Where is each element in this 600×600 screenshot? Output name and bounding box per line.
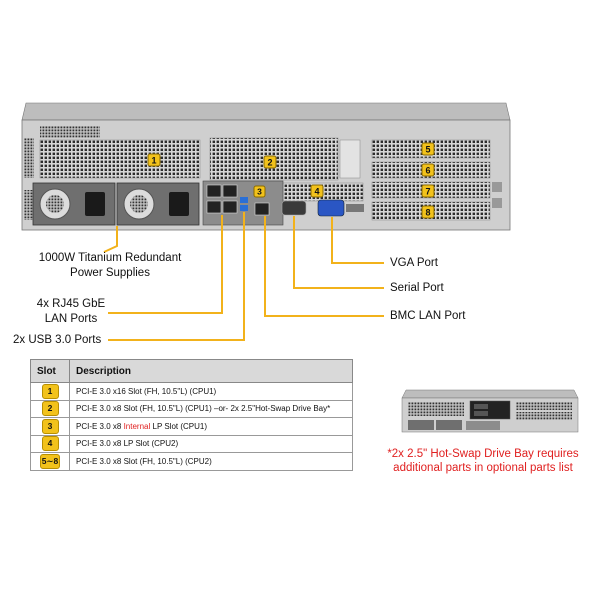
svg-text:5: 5 — [425, 145, 430, 155]
svg-text:7: 7 — [425, 187, 430, 197]
description-post: LP Slot (CPU1) — [150, 421, 208, 431]
slot-badge: 1 — [41, 383, 59, 399]
leader-line-serial — [293, 216, 384, 289]
leader-line-power — [103, 226, 118, 253]
slot-cell: 2 — [30, 399, 70, 418]
slot-badge-6: 6 — [421, 163, 435, 177]
table-row: 1 PCI-E 3.0 x16 Slot (FH, 10.5"L) (CPU1) — [30, 382, 353, 401]
slot-badge-1: 1 — [147, 153, 161, 167]
svg-text:8: 8 — [425, 208, 430, 218]
table-row: 5∼8 PCI-E 3.0 x8 Slot (FH, 10.5"L) (CPU2… — [30, 452, 353, 471]
slot-badge: 5∼8 — [39, 453, 61, 469]
table-row: 3 PCI-E 3.0 x8 Internal LP Slot (CPU1) — [30, 417, 353, 436]
description-pre: PCI-E 3.0 x8 — [76, 421, 124, 431]
label-bmc-lan-port: BMC LAN Port — [390, 310, 466, 322]
label-usb-ports: 2x USB 3.0 Ports — [13, 334, 102, 346]
header-slot: Slot — [30, 359, 70, 383]
slot-cell: 1 — [30, 382, 70, 401]
description-cell: PCI-E 3.0 x16 Slot (FH, 10.5"L) (CPU1) — [69, 382, 353, 401]
svg-text:2: 2 — [267, 158, 272, 168]
slot-badge: 2 — [41, 401, 59, 417]
slot-badge-2: 2 — [263, 155, 277, 169]
label-power-supplies: 1000W Titanium Redundant Power Supplies — [38, 252, 182, 279]
server-thumbnail — [401, 389, 579, 433]
slot-cell: 3 — [30, 417, 70, 436]
description-cell: PCI-E 3.0 x8 Slot (FH, 10.5"L) (CPU2) — [69, 452, 353, 471]
table-header-row: Slot Description — [30, 359, 353, 383]
leader-line-rj45 — [108, 215, 223, 314]
table-row: 4 PCI-E 3.0 x8 LP Slot (CPU2) — [30, 434, 353, 453]
svg-text:4: 4 — [314, 187, 319, 197]
slot-badge-8: 8 — [421, 205, 435, 219]
description-internal: Internal — [123, 421, 151, 431]
label-serial-port: Serial Port — [390, 282, 444, 294]
slot-badge-5: 5 — [421, 142, 435, 156]
leader-line-bmc — [264, 216, 384, 317]
power-supply-2 — [116, 182, 200, 226]
slot-cell: 5∼8 — [30, 452, 70, 471]
table-row: 2 PCI-E 3.0 x8 Slot (FH, 10.5"L) (CPU1) … — [30, 399, 353, 418]
slot-badge-3: 3 — [253, 185, 266, 198]
svg-text:3: 3 — [257, 187, 262, 197]
drive-bay-note: *2x 2.5" Hot-Swap Drive Bay requires add… — [387, 448, 579, 474]
power-supply-1 — [32, 182, 116, 226]
label-rj45-lan: 4x RJ45 GbE LAN Ports — [36, 298, 106, 325]
slot-table: Slot Description 1 PCI-E 3.0 x16 Slot (F… — [30, 359, 353, 471]
slot-badge: 4 — [41, 436, 59, 452]
slot-badge-7: 7 — [421, 184, 435, 198]
description-cell: PCI-E 3.0 x8 LP Slot (CPU2) — [69, 434, 353, 453]
header-description: Description — [69, 359, 353, 383]
slot-cell: 4 — [30, 434, 70, 453]
slot-badge: 3 — [41, 418, 59, 434]
label-vga-port: VGA Port — [390, 257, 438, 269]
svg-text:1: 1 — [151, 156, 156, 166]
description-cell: PCI-E 3.0 x8 Slot (FH, 10.5"L) (CPU1) –o… — [69, 399, 353, 418]
slot-badge-4: 4 — [310, 184, 324, 198]
leader-line-usb — [108, 212, 245, 341]
description-cell: PCI-E 3.0 x8 Internal LP Slot (CPU1) — [69, 417, 353, 436]
svg-text:6: 6 — [425, 166, 430, 176]
leader-line-vga — [331, 217, 384, 264]
